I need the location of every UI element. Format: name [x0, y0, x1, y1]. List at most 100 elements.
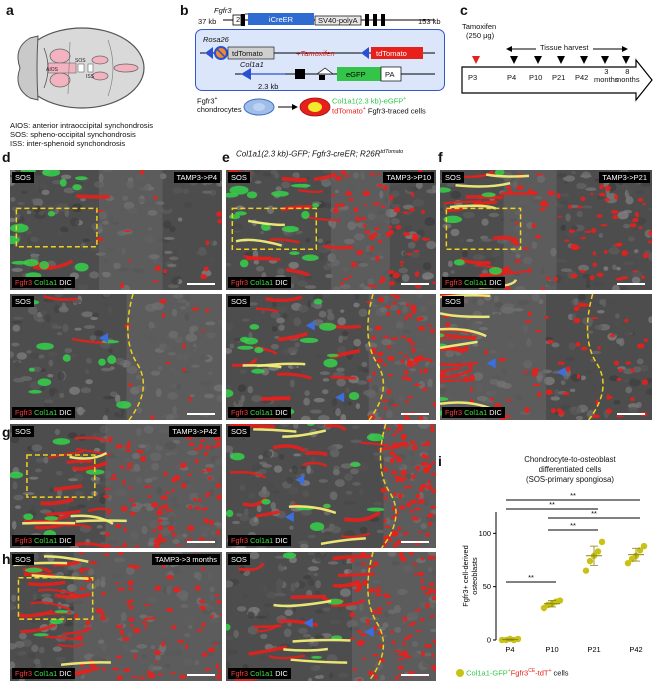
gfp-patch — [36, 342, 54, 350]
tdtomato-strand — [40, 497, 75, 506]
tdtomato-cell — [201, 622, 206, 627]
tdtomato-cell — [397, 526, 401, 531]
tdtomato-strand — [330, 375, 356, 380]
dic-cell — [303, 397, 310, 406]
gfp-patch — [42, 170, 61, 177]
dic-cell — [353, 338, 362, 347]
dic-cell — [350, 439, 362, 444]
scale-bar — [187, 541, 215, 543]
gfp-patch — [282, 552, 297, 559]
dic-cell — [38, 646, 45, 654]
tdtomato-cell — [406, 396, 414, 399]
tdtomato-strand — [278, 619, 319, 627]
egfp-label: eGFP — [346, 70, 366, 79]
gfp-patch — [74, 262, 89, 272]
dic-cell — [402, 250, 409, 259]
dic-cell — [372, 501, 383, 506]
tdtomato-cell — [431, 653, 435, 658]
dic-cell — [226, 661, 231, 669]
tdtomato-cell — [432, 639, 436, 644]
dic-cell — [571, 225, 578, 231]
tdtomato-cell — [389, 538, 393, 542]
dic-cell — [628, 377, 641, 387]
tdtomato-cell — [350, 558, 355, 563]
dic-cell — [11, 267, 24, 272]
timepoint-p4: P4 — [507, 73, 517, 82]
tdtomato-strand — [229, 424, 250, 427]
tdtomato-cell — [598, 192, 606, 197]
dic-cell — [275, 186, 282, 192]
chondro-osseous-junction — [127, 294, 145, 420]
dic-cell — [276, 317, 285, 324]
dic-cell — [12, 481, 18, 490]
tdtomato-strand — [75, 542, 114, 548]
tdtomato-strand — [54, 592, 91, 599]
dic-cell — [235, 396, 240, 405]
tdtomato-cell — [128, 604, 134, 610]
x-tick-label: P21 — [587, 645, 600, 654]
chondrocyte-label-2: chondrocytes — [197, 105, 242, 114]
overlap-strand — [449, 204, 497, 210]
dic-cell — [226, 348, 233, 354]
dic-cell — [450, 270, 455, 275]
dic-cell — [58, 306, 69, 313]
tdtomato-cell — [375, 589, 381, 594]
tdtomato-cell — [194, 585, 201, 591]
dic-cell — [251, 395, 263, 403]
legend-tdt: -tdT — [535, 668, 549, 678]
dic-cell — [573, 298, 579, 306]
overlap-strand — [440, 312, 490, 319]
col1a1-label: Col1a1 — [240, 60, 264, 69]
tdtomato-cell — [160, 538, 167, 543]
tdtomato-cell — [115, 443, 120, 449]
dic-cell — [315, 580, 321, 589]
gfp-patch — [307, 424, 315, 426]
pa-label: PA — [385, 70, 395, 79]
dic-cell — [322, 607, 331, 612]
sos-label: SOS — [75, 58, 86, 64]
tdtomato-cell — [612, 214, 619, 220]
tdtomato-cell — [383, 593, 389, 597]
dic-cell — [635, 190, 644, 195]
gfp-patch — [313, 298, 323, 305]
dic-cell — [569, 181, 577, 190]
tdtomato-cell — [632, 270, 638, 273]
tdtomato-cell — [150, 414, 155, 420]
tdtomato-cell — [196, 629, 204, 632]
dic-cell — [102, 396, 114, 400]
tdtomato-cell — [387, 373, 393, 377]
gfp-patch — [249, 323, 260, 330]
tdtomato-cell — [367, 565, 375, 569]
dic-cell — [10, 351, 15, 358]
dic-cell — [276, 578, 283, 588]
dic-cell — [314, 554, 325, 562]
gfp-patch — [489, 266, 503, 275]
overlap-strand — [455, 181, 511, 188]
tdtomato-cell — [421, 651, 426, 657]
tdtomato-strand — [325, 424, 347, 432]
chondro-osseous-junction — [586, 294, 604, 420]
dic-cell — [636, 401, 642, 408]
dic-cell — [59, 392, 65, 399]
gfp-patch — [226, 623, 231, 631]
scale-bar — [401, 674, 429, 676]
tdtomato-cell — [349, 612, 356, 618]
dic-cell — [57, 203, 69, 212]
dic-cell — [306, 465, 311, 474]
gfp-patch — [52, 438, 71, 445]
cartilage-zone — [105, 424, 222, 548]
tdtomato-cell — [625, 361, 632, 365]
overlap-strand — [70, 514, 114, 525]
dic-cell — [202, 190, 213, 194]
arrowhead — [284, 512, 294, 522]
tdtomato-cell — [417, 326, 425, 330]
overlap-strand — [253, 428, 297, 433]
tdtomato-strand — [87, 507, 112, 513]
dic-cell — [466, 238, 474, 243]
dic-cell — [10, 661, 16, 670]
tdtomato-cell — [541, 203, 550, 208]
dic-cell — [29, 250, 35, 255]
tdtomato-cell — [165, 361, 171, 365]
tdtomato-cell — [392, 272, 400, 279]
